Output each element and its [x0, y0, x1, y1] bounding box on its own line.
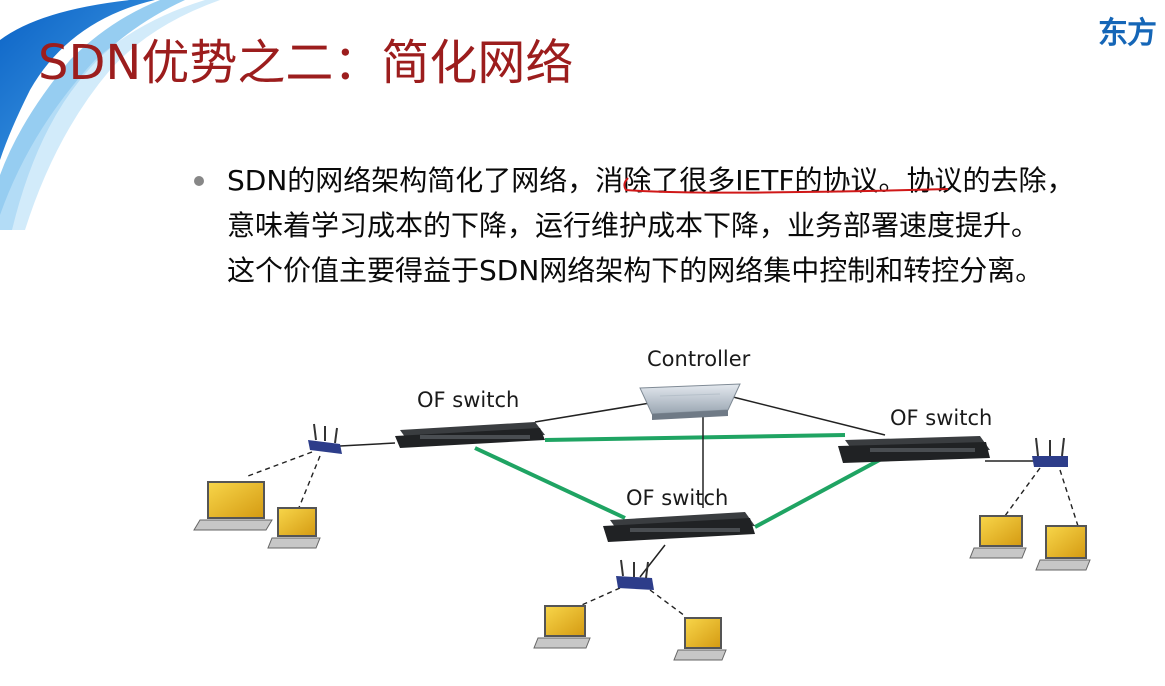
laptop-icon — [267, 507, 321, 549]
of-switch-bottom-icon — [603, 512, 755, 542]
wireless-links — [247, 451, 1079, 617]
brand-logo: 东方 — [1098, 16, 1157, 51]
sdn-network-diagram: Controller OF switch OF switch OF switch — [193, 347, 1091, 661]
link-switch-bottom-router — [639, 544, 666, 578]
of-switch-left-label: OF switch — [417, 388, 519, 412]
of-switch-left-icon — [395, 422, 545, 448]
bullet-point-marker — [194, 176, 204, 186]
bullet-line-3: 这个价值主要得益于SDN网络架构下的网络集中控制和转控分离。 — [227, 254, 1044, 287]
laptop-icon — [1035, 525, 1091, 571]
wireless-router-left-icon — [308, 423, 342, 454]
controller-server-icon — [639, 383, 741, 420]
link-right-bottom — [754, 455, 886, 529]
laptop-icon — [533, 605, 591, 649]
wireless-router-right-icon — [1032, 437, 1068, 467]
laptop-icon — [673, 617, 727, 661]
bullet-line-2: 意味着学习成本的下降，运行维护成本下降，业务部署速度提升。 — [227, 209, 1040, 242]
control-links — [339, 394, 1035, 578]
of-switch-right-icon — [838, 436, 990, 463]
laptop-icon — [969, 515, 1027, 559]
link-left-bottom — [474, 446, 626, 520]
corner-swoosh-decoration — [0, 0, 220, 230]
handwritten-underline-annotation — [623, 177, 949, 194]
page-title: SDN优势之二：简化网络 — [38, 35, 574, 91]
of-switch-bottom-label: OF switch — [626, 486, 728, 510]
link-controller-left — [534, 402, 651, 423]
link-router-left-switch — [339, 442, 396, 447]
link-left-right — [544, 433, 846, 442]
wireless-router-bottom-icon — [616, 559, 654, 590]
data-plane-links — [474, 433, 886, 529]
of-switch-right-label: OF switch — [890, 406, 992, 430]
link-controller-right — [724, 394, 886, 436]
controller-label: Controller — [647, 347, 751, 371]
laptop-icon — [193, 481, 273, 531]
